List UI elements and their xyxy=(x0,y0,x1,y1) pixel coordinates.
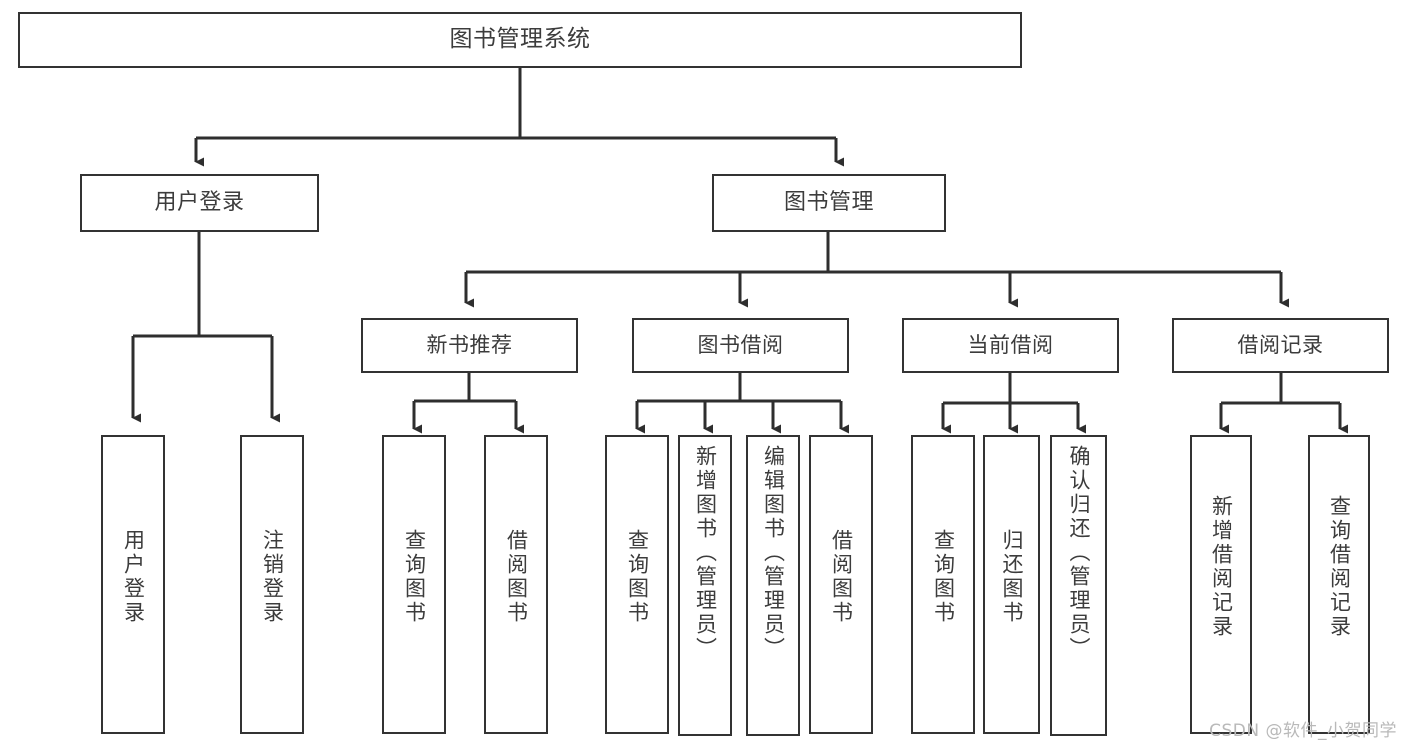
node-current-borrowing[interactable]: 当前借阅 xyxy=(902,318,1119,373)
node-label: 归还图书 xyxy=(1000,529,1024,625)
leaf-user-login[interactable]: 用户登录 xyxy=(101,435,165,734)
node-label: 借阅图书 xyxy=(829,529,854,625)
leaf-query-books-borrowing[interactable]: 查询图书 xyxy=(605,435,669,734)
node-label: 借阅图书 xyxy=(504,529,529,625)
leaf-add-book-admin[interactable]: 新增图书（管理员） xyxy=(678,435,732,736)
node-new-book-recommendation[interactable]: 新书推荐 xyxy=(361,318,578,373)
node-label: 图书借阅 xyxy=(697,333,784,358)
node-label: 查询图书 xyxy=(402,529,427,625)
node-label: 查询借阅记录 xyxy=(1327,495,1352,639)
node-label: 当前借阅 xyxy=(967,333,1054,358)
node-label: 新增借阅记录 xyxy=(1209,495,1234,639)
node-label: 编辑图书（管理员） xyxy=(761,445,786,661)
leaf-query-borrowing-record[interactable]: 查询借阅记录 xyxy=(1308,435,1370,734)
node-label: 用户登录 xyxy=(121,529,146,625)
node-label: 图书管理系统 xyxy=(449,26,591,53)
leaf-query-books-recommendation[interactable]: 查询图书 xyxy=(382,435,446,734)
node-user-login[interactable]: 用户登录 xyxy=(80,174,319,232)
node-root-book-management-system[interactable]: 图书管理系统 xyxy=(18,12,1022,68)
leaf-logout[interactable]: 注销登录 xyxy=(240,435,304,734)
node-label: 查询图书 xyxy=(931,529,956,625)
node-label: 确认归还（管理员） xyxy=(1067,445,1091,661)
csdn-watermark: CSDN @软件_小贺同学 xyxy=(1209,721,1397,741)
node-label: 图书管理 xyxy=(783,190,874,216)
node-label: 新增图书（管理员） xyxy=(693,445,718,661)
leaf-borrow-books-recommendation[interactable]: 借阅图书 xyxy=(484,435,548,734)
leaf-add-borrowing-record[interactable]: 新增借阅记录 xyxy=(1190,435,1252,734)
leaf-borrow-books-borrowing[interactable]: 借阅图书 xyxy=(809,435,873,734)
node-label: 新书推荐 xyxy=(426,333,513,358)
node-label: 借阅记录 xyxy=(1237,333,1324,358)
node-borrowing-records[interactable]: 借阅记录 xyxy=(1172,318,1389,373)
node-label: 用户登录 xyxy=(154,190,245,216)
leaf-confirm-return-admin[interactable]: 确认归还（管理员） xyxy=(1050,435,1107,736)
node-label: 查询图书 xyxy=(625,529,650,625)
node-book-borrowing[interactable]: 图书借阅 xyxy=(632,318,849,373)
leaf-return-books[interactable]: 归还图书 xyxy=(983,435,1040,734)
node-book-management[interactable]: 图书管理 xyxy=(712,174,946,232)
leaf-query-books-current[interactable]: 查询图书 xyxy=(911,435,975,734)
leaf-edit-book-admin[interactable]: 编辑图书（管理员） xyxy=(746,435,800,736)
node-label: 注销登录 xyxy=(260,529,285,625)
